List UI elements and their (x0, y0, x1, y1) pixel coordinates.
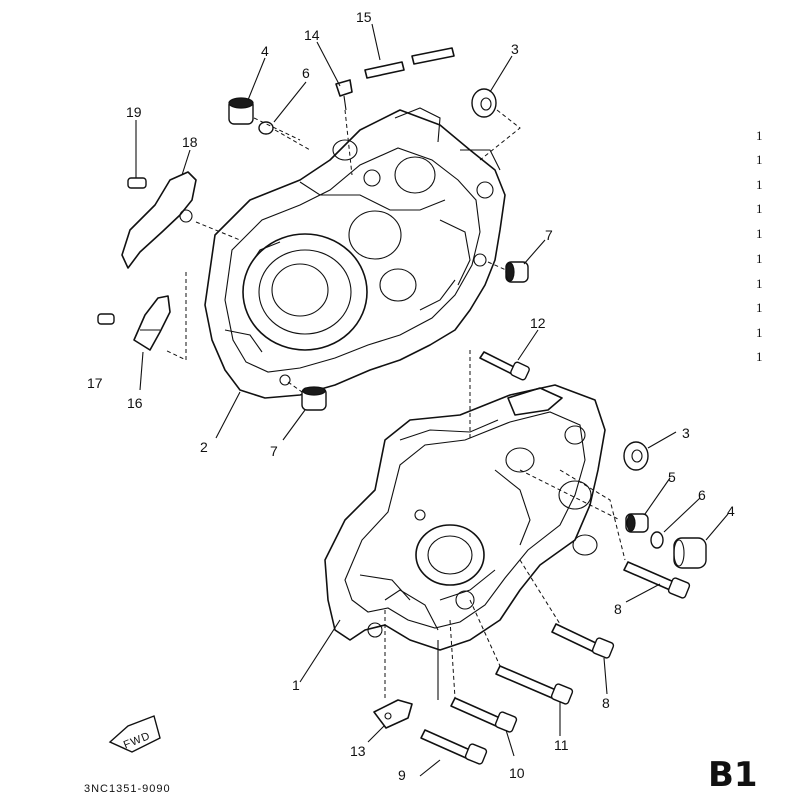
qty-3: 1 (756, 177, 763, 192)
callout-5: 5 (668, 469, 676, 485)
callout-6-upper: 6 (302, 65, 310, 81)
fitting-nipple (335, 79, 353, 111)
callout-4-lower: 4 (727, 503, 735, 519)
bolt-9 (420, 729, 488, 765)
bolt-8-upper (623, 561, 691, 599)
callout-3-upper: 3 (511, 41, 519, 57)
callout-11: 11 (554, 737, 569, 753)
crankcase-half-left (204, 107, 506, 399)
callout-15: 15 (356, 9, 372, 25)
callout-10: 10 (509, 765, 525, 781)
callout-8-lower: 8 (602, 695, 610, 711)
part-code: 3NC1351-9090 (84, 783, 171, 795)
o-ring-upper (258, 121, 274, 135)
callout-18: 18 (182, 134, 198, 150)
callout-9: 9 (398, 767, 406, 783)
shift-arm (121, 171, 197, 269)
qty-6: 1 (756, 251, 763, 266)
callouts: 4 6 14 15 3 19 18 7 12 17 16 2 7 3 5 6 4… (87, 9, 735, 783)
qty-2: 1 (756, 152, 763, 167)
o-ring-lower (650, 531, 664, 549)
dowel-pins (364, 47, 455, 79)
callout-3-lower: 3 (682, 425, 690, 441)
sleeve (625, 513, 649, 533)
qty-9: 1 (756, 325, 763, 340)
callout-16: 16 (127, 395, 143, 411)
callout-7-lower: 7 (270, 443, 278, 459)
crankcase-half-right (324, 384, 606, 651)
callout-17: 17 (87, 375, 103, 391)
quantity-column: 1 1 1 1 1 1 1 1 1 1 (756, 128, 763, 364)
bolt-11 (495, 665, 574, 705)
collar-lower-right (673, 537, 707, 569)
washer-lower (623, 441, 649, 471)
callout-14: 14 (304, 27, 320, 43)
callout-2: 2 (200, 439, 208, 455)
qty-4: 1 (756, 201, 763, 216)
qty-7: 1 (756, 276, 763, 291)
assembly-lines (164, 109, 626, 700)
qty-10: 1 (756, 349, 763, 364)
callout-19: 19 (126, 104, 142, 120)
washer-upper (471, 88, 497, 118)
callout-13: 13 (350, 743, 366, 759)
bolt-10 (450, 697, 518, 733)
qty-5: 1 (756, 226, 763, 241)
callout-12: 12 (530, 315, 546, 331)
callout-7-upper: 7 (545, 227, 553, 243)
qty-8: 1 (756, 300, 763, 315)
bracket-small (373, 699, 413, 729)
qty-1: 1 (756, 128, 763, 143)
leader-lines (135, 23, 729, 777)
fwd-arrow-icon: FWD (108, 715, 161, 753)
callout-4-upper: 4 (261, 43, 269, 59)
reference-label: B1 (708, 755, 758, 795)
callout-1: 1 (292, 677, 300, 693)
collar-lower-left (301, 386, 327, 411)
collar-right-upper (505, 261, 529, 283)
bolt-8-lower (551, 623, 615, 659)
bolt-12 (479, 351, 530, 381)
screw-stopper (97, 313, 115, 325)
screw-small (127, 177, 147, 189)
callout-6-lower: 6 (698, 487, 706, 503)
callout-8-upper: 8 (614, 601, 622, 617)
collar-upper (228, 97, 254, 125)
stopper-lever (133, 295, 171, 351)
